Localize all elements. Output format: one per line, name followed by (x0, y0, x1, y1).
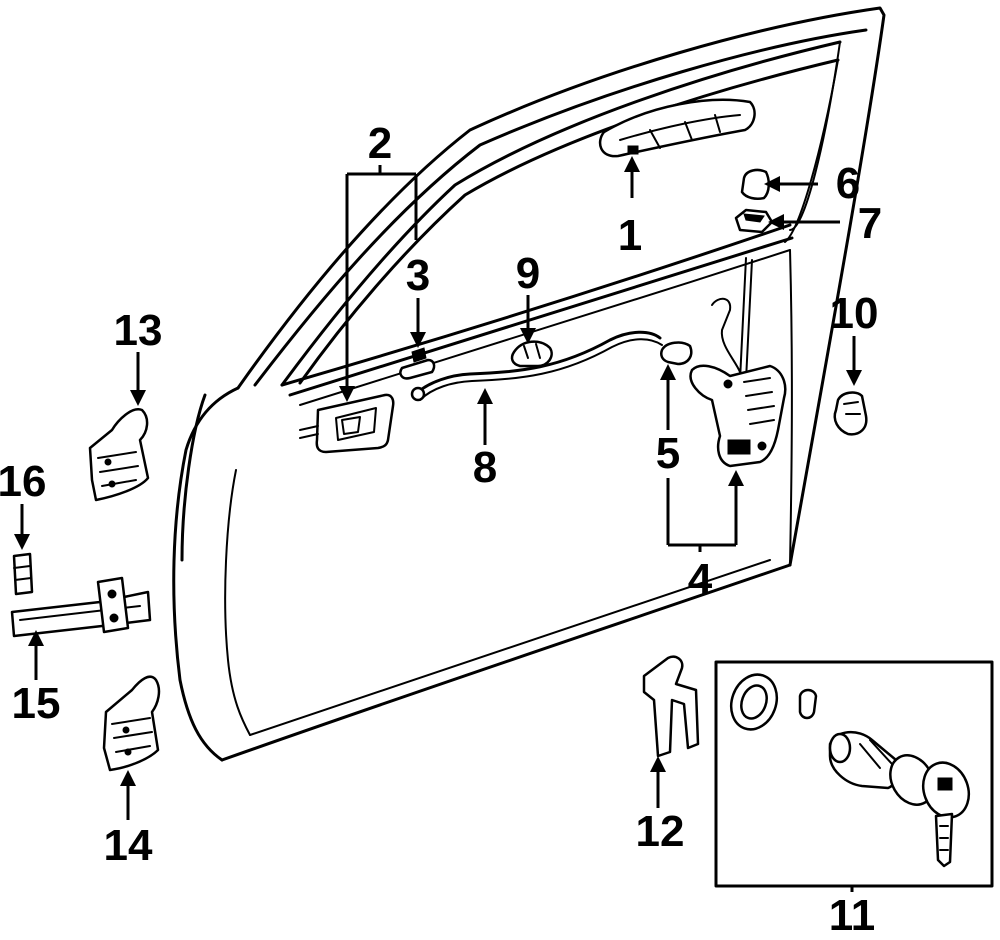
door-shell (172, 6, 886, 762)
callout-8: 8 (473, 443, 497, 492)
lock-cylinder-set-box (714, 660, 994, 888)
callout-9: 9 (516, 249, 540, 298)
lock-rod-clip (734, 208, 774, 234)
lock-cylinder-set (714, 660, 994, 888)
callout-6: 6 (836, 159, 860, 208)
door-check-strap (10, 576, 152, 638)
callout-3: 3 (406, 251, 430, 300)
lower-door-hinge (102, 675, 161, 772)
lock-rod-grommet (740, 168, 770, 200)
cable-clip (510, 340, 553, 368)
outside-door-handle (598, 98, 756, 158)
callout-10: 10 (830, 289, 879, 338)
callout-11: 11 (829, 891, 876, 940)
callout-15: 15 (12, 679, 61, 728)
callout-12: 12 (636, 807, 685, 856)
callout-1: 1 (618, 211, 642, 260)
callout-16: 16 (0, 457, 46, 506)
callout-14: 14 (104, 821, 153, 870)
callout-2: 2 (368, 119, 392, 168)
door-lock-striker (833, 391, 868, 436)
callout-7: 7 (858, 199, 882, 248)
upper-door-hinge (88, 408, 150, 502)
lock-cylinder-retainer (642, 655, 700, 758)
callout-4: 4 (688, 555, 713, 604)
inside-door-handle (299, 393, 395, 454)
callout-5: 5 (656, 429, 680, 478)
hinge-pin (12, 552, 34, 596)
callout-13: 13 (114, 306, 163, 355)
lock-rod-end (660, 341, 693, 366)
handle-clip (399, 347, 436, 380)
door-lock-actuator (689, 257, 787, 468)
